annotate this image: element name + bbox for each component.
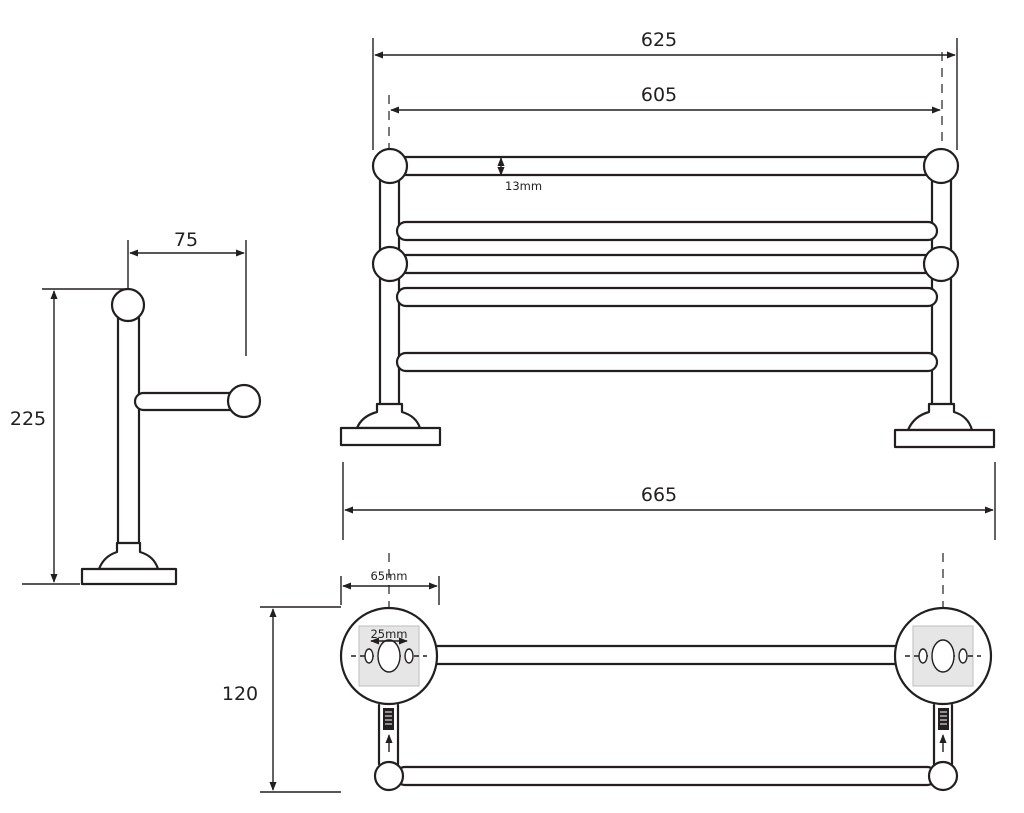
side-base-flange [97, 541, 160, 571]
left-mid-knob [371, 245, 409, 283]
dim-label-65mm: 65mm [370, 569, 407, 583]
left-post [378, 173, 401, 412]
left-base [339, 402, 442, 447]
top-rail [395, 155, 936, 177]
plan-view: 65mm 120 25mm [222, 553, 993, 793]
right-set-screw [938, 708, 949, 752]
side-top-knob [110, 287, 146, 323]
side-arm [133, 391, 245, 412]
shelf-rail-1 [395, 220, 939, 242]
dim-label-225: 225 [10, 408, 46, 430]
plan-upper-rail [430, 644, 904, 666]
side-view: 75 225 [10, 229, 262, 586]
front-view: 625 605 13mm 665 [339, 29, 996, 540]
shelf-rail-2 [395, 253, 939, 275]
dim-label-605: 605 [641, 84, 677, 106]
right-mid-knob [922, 245, 960, 283]
dim-label-13mm: 13mm [505, 179, 542, 193]
side-post [116, 316, 141, 550]
right-base [893, 402, 996, 449]
right-top-knob [922, 147, 960, 185]
dim-label-120: 120 [222, 683, 258, 705]
plan-left-knob [373, 760, 405, 792]
dim-label-665: 665 [641, 484, 677, 506]
plan-lower-rail [394, 765, 938, 787]
lower-rail [395, 351, 939, 373]
dim-label-625: 625 [641, 29, 677, 51]
dim-label-25mm: 25mm [370, 627, 407, 641]
left-mount-plate [339, 606, 439, 706]
plan-right-knob [927, 760, 959, 792]
left-top-knob [371, 147, 409, 185]
shelf-rail-3 [395, 286, 939, 308]
left-set-screw [383, 708, 394, 752]
side-arm-knob [226, 383, 262, 419]
side-base-plate [80, 567, 178, 586]
dim-label-75: 75 [174, 229, 198, 251]
right-mount-plate [893, 606, 993, 706]
